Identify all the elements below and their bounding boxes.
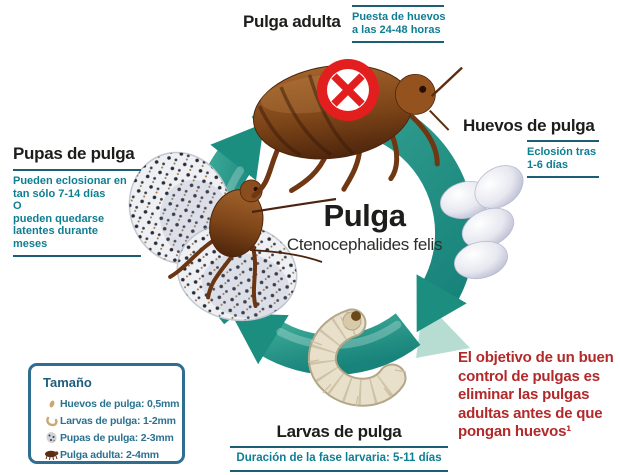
control-objective-callout: El objetivo de un buen control de pulgas… — [458, 349, 614, 440]
eggs-stage-title: Huevos de pulga — [463, 116, 595, 135]
pupae-note-line3: O — [13, 200, 22, 212]
adult-note-line2: a las 24-48 horas — [352, 23, 441, 36]
pupae-stage-note: Pueden eclosionar en tan sólo 7-14 días … — [13, 169, 141, 257]
flea-eggs-illustration — [439, 165, 524, 280]
legend-item-pupae: Pupas de pulga: 2-3mm — [43, 429, 178, 446]
adult-stage-note: Puesta de huevos a las 24-48 horas — [352, 5, 446, 43]
pupae-note-line6: meses — [13, 237, 48, 250]
center-title: Pulga — [323, 198, 406, 233]
larva-icon — [43, 415, 60, 427]
legend-item-label: Pupas de pulga: 2-3mm — [60, 431, 174, 444]
adult-stage-title: Pulga adulta — [243, 12, 341, 31]
pupae-note-line1: Pueden eclosionar en — [13, 175, 127, 187]
legend-item-label: Pulga adulta: 2-4mm — [60, 448, 159, 461]
eggs-stage-note: Eclosión tras 1-6 días — [527, 140, 599, 178]
flea-pupae-illustration — [128, 151, 337, 322]
eggs-note-line1: Eclosión tras — [527, 146, 597, 158]
legend-item-label: Huevos de pulga: 0,5mm — [60, 397, 180, 410]
egg-icon — [43, 398, 60, 410]
pupae-note-line4: pueden quedarse — [13, 212, 105, 225]
legend-item-adult: Pulga adulta: 2-4mm — [43, 446, 178, 463]
legend-item-larvae: Larvas de pulga: 1-2mm — [43, 412, 178, 429]
pupae-note-line2: tan sólo 7-14 días — [13, 187, 106, 200]
legend-item-eggs: Huevos de pulga: 0,5mm — [43, 395, 180, 412]
center-subtitle: Ctenocephalides felis — [286, 235, 443, 254]
flea-larva-illustration — [307, 308, 407, 407]
no-symbol-icon — [317, 59, 379, 121]
pupae-stage-title: Pupas de pulga — [13, 144, 135, 163]
size-legend-title: Tamaño — [43, 375, 92, 390]
adult-note-line1: Puesta de huevos — [352, 11, 446, 23]
pupae-note-line5: latentes durante — [13, 225, 98, 237]
adult-flea-icon — [43, 449, 60, 460]
center-label: Pulga Ctenocephalides felis — [272, 198, 457, 255]
size-legend: Tamaño Huevos de pulga: 0,5mm Larvas de … — [28, 363, 185, 464]
larvae-note-line: Duración de la fase larvaria: 5-11 días — [236, 452, 442, 464]
larvae-stage-note: Duración de la fase larvaria: 5-11 días — [230, 446, 448, 472]
legend-item-label: Larvas de pulga: 1-2mm — [60, 414, 176, 427]
pupa-icon — [43, 431, 60, 444]
larvae-stage-title: Larvas de pulga — [276, 422, 402, 441]
eggs-note-line2: 1-6 días — [527, 158, 568, 171]
